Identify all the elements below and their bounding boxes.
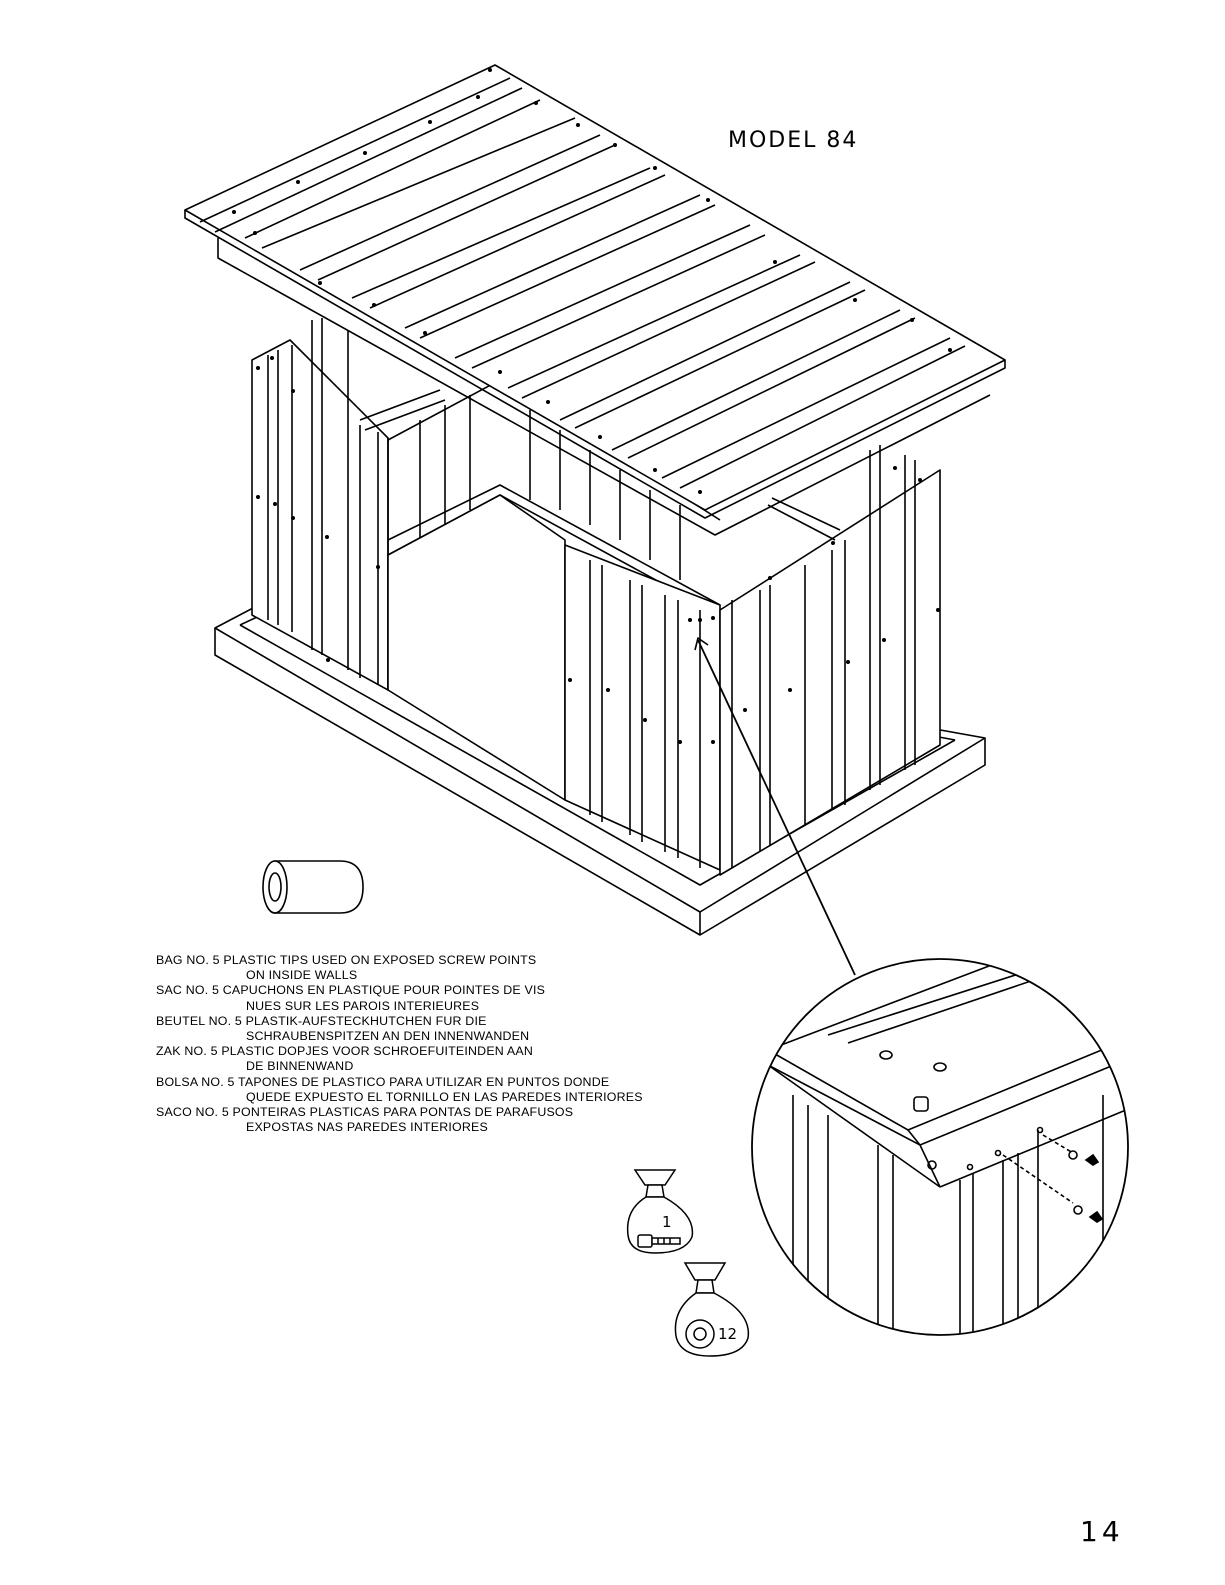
hardware-bag-12-icon <box>674 1262 750 1357</box>
instruction-line: ZAK NO. 5 PLASTIC DOPJES VOOR SCHROEFUIT… <box>156 1044 533 1059</box>
instruction-line: SAC NO. 5 CAPUCHONS EN PLASTIQUE POUR PO… <box>156 983 546 998</box>
instruction-line: DE BINNENWAND <box>246 1059 354 1074</box>
instruction-french: SAC NO. 5 CAPUCHONS EN PLASTIQUE POUR PO… <box>156 983 716 1013</box>
hardware-bag-1-icon <box>626 1169 694 1254</box>
instruction-spanish: BOLSA NO. 5 TAPONES DE PLASTICO PARA UTI… <box>156 1075 716 1105</box>
bag-number-label: 12 <box>718 1325 738 1343</box>
instruction-line: BOLSA NO. 5 TAPONES DE PLASTICO PARA UTI… <box>156 1074 610 1089</box>
plastic-tip-icon <box>262 860 364 914</box>
instruction-dutch: ZAK NO. 5 PLASTIC DOPJES VOOR SCHROEFUIT… <box>156 1044 716 1074</box>
instruction-german: BEUTEL NO. 5 PLASTIK-AUFSTECKHUTCHEN FUR… <box>156 1014 716 1044</box>
page-number: 14 <box>1080 1515 1124 1548</box>
instruction-line: QUEDE EXPUESTO EL TORNILLO EN LAS PAREDE… <box>246 1089 643 1104</box>
instruction-line: SACO NO. 5 PONTEIRAS PLASTICAS PARA PONT… <box>156 1105 574 1120</box>
instruction-portuguese: SACO NO. 5 PONTEIRAS PLASTICAS PARA PONT… <box>156 1105 716 1135</box>
right-wall <box>719 445 941 876</box>
instructions-block: BAG NO. 5 PLASTIC TIPS USED ON EXPOSED S… <box>156 953 716 1135</box>
detail-magnifier-circle <box>751 958 1129 1336</box>
instruction-line: BEUTEL NO. 5 PLASTIK-AUFSTECKHUTCHEN FUR… <box>156 1013 487 1028</box>
instruction-line: NUES SUR LES PAROIS INTERIEURES <box>246 998 480 1013</box>
instruction-line: EXPOSTAS NAS PAREDES INTERIORES <box>246 1120 488 1135</box>
roof <box>184 64 1006 536</box>
detail-pointer-line <box>697 639 856 976</box>
bag-number-label: 1 <box>662 1213 672 1231</box>
instruction-line: SCHRAUBENSPITZEN AN DEN INNENWANDEN <box>246 1029 530 1044</box>
screw-holes <box>232 68 952 744</box>
instruction-line: ON INSIDE WALLS <box>246 968 358 983</box>
instruction-english: BAG NO. 5 PLASTIC TIPS USED ON EXPOSED S… <box>156 953 716 983</box>
instruction-line: BAG NO. 5 PLASTIC TIPS USED ON EXPOSED S… <box>156 953 537 967</box>
model-title: MODEL 84 <box>728 128 859 153</box>
